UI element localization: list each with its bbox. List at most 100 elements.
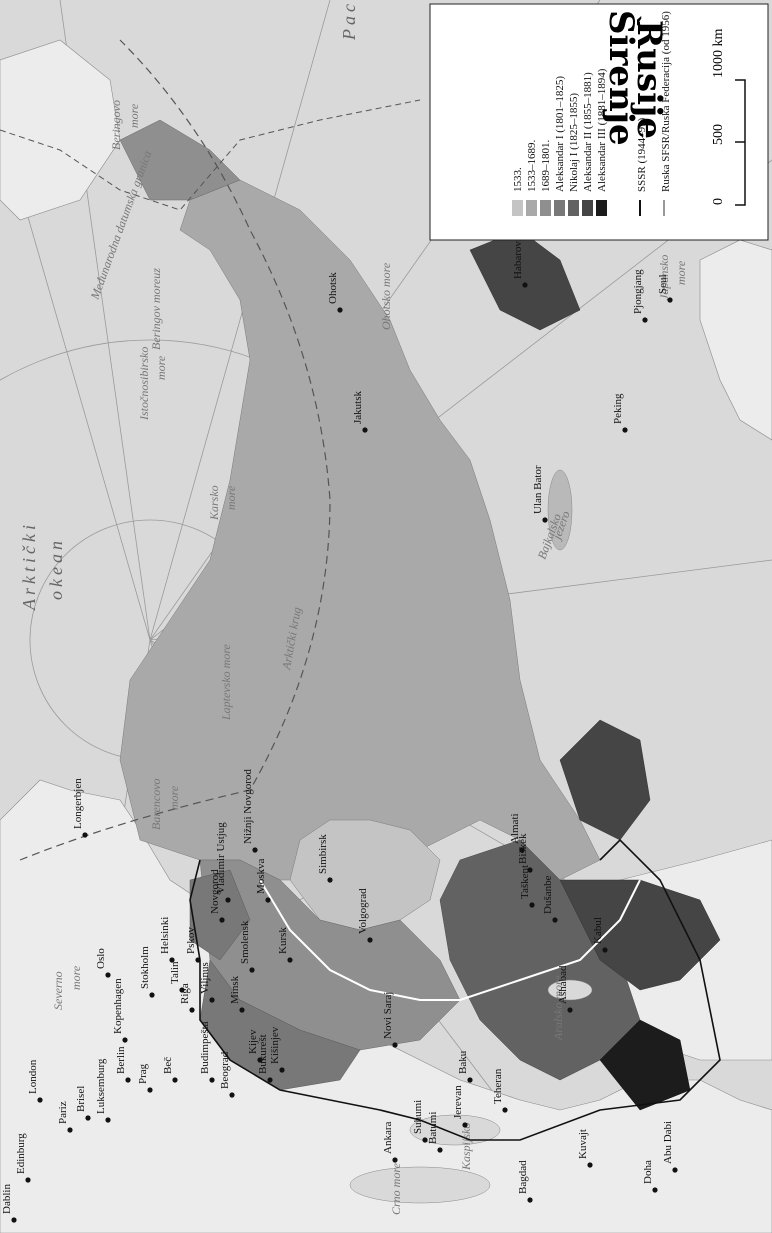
city-dot-pskov (195, 957, 201, 963)
city-label-bec: Beč (162, 1057, 174, 1074)
city-dot-kopenhagen (122, 1037, 128, 1043)
sea-label-barents-1: Barencovo (149, 778, 163, 830)
legend-label-5: Aleksandar II (1855–1881) (582, 72, 594, 192)
city-label-batumi: Batumi (427, 1112, 439, 1144)
city-label-edinburg: Edinburg (15, 1133, 27, 1174)
city-label-dablin: Dablin (1, 1184, 13, 1214)
scale-zero: 0 (711, 198, 726, 205)
city-dot-biskek (527, 867, 533, 873)
sea-label-japan-1: Japansko (657, 255, 671, 300)
sea-label-bering-sea-1: Beringovo (109, 100, 123, 150)
sea-label-barents-2: more (167, 785, 181, 810)
city-dot-ashabad (567, 1007, 573, 1013)
city-dot-dusanbe (552, 917, 558, 923)
city-label-kuvajt: Kuvajt (577, 1129, 589, 1159)
city-label-pariz: Pariz (57, 1101, 69, 1124)
legend-swatch-3 (554, 200, 565, 216)
city-dot-novgorod (219, 917, 225, 923)
city-dot-peking (622, 427, 628, 433)
city-dot-stokholm (149, 992, 155, 998)
region-aleksandar-3 (599, 1019, 691, 1111)
dateline-line (0, 99, 421, 211)
legend-label-0: 1533. (512, 167, 524, 192)
region-1689-1801-east (119, 119, 241, 201)
sea-label-north-sea-2: more (69, 965, 83, 990)
city-label-doha: Doha (642, 1160, 654, 1184)
city-dot-bagdad (527, 1197, 533, 1203)
city-label-nizni-novgorod: Nižnji Novgorod (242, 769, 254, 844)
city-dot-batumi (437, 1147, 443, 1153)
city-label-brisel: Brisel (75, 1086, 87, 1112)
city-dot-riga (189, 1007, 195, 1013)
city-dot-kisinjev (279, 1067, 285, 1073)
city-dot-talin (179, 987, 185, 993)
city-label-suhumi: Suhumi (412, 1100, 424, 1134)
sea-label-pacific: Pacifik (339, 0, 359, 41)
city-label-volgograd: Volgograd (357, 888, 369, 934)
legend-swatch-1 (526, 200, 537, 216)
city-label-bagdad: Bagdad (517, 1160, 529, 1194)
rsfsr-border (259, 879, 641, 1001)
city-dot-kursk (287, 957, 293, 963)
legend-entries: 1533.1533–1689.1689–1801.Aleksandar I (1… (512, 68, 608, 216)
sea-label-arctic-2: okean (46, 537, 66, 600)
legend-lines: SSSR (1944–91) Ruska SFSR/Ruska Federacij… (636, 11, 672, 216)
city-label-helsinki: Helsinki (159, 917, 171, 954)
city-label-minsk: Minsk (229, 975, 241, 1004)
sea-label-arctic-1: Arktički (19, 521, 39, 611)
city-dot-simbirsk (327, 877, 333, 883)
legend-swatch-6 (596, 200, 607, 216)
city-label-oslo: Oslo (95, 948, 107, 969)
legend-label-2: 1689–1801. (540, 140, 552, 193)
legend-line-label-1: Ruska SFSR/Ruska Federacija (od 1956) (660, 11, 672, 192)
sea-label-kara-1: Karsko (207, 485, 221, 521)
sea-label-bering-sea-2: more (127, 103, 141, 128)
city-dot-kuvajt (587, 1162, 593, 1168)
city-label-riga: Riga (179, 983, 191, 1004)
legend-title-line1: Širenje (601, 10, 642, 146)
city-dot-vilnjus (209, 997, 215, 1003)
city-label-teheran: Teheran (492, 1068, 504, 1104)
black-sea (349, 1166, 491, 1204)
city-label-talin: Talin (169, 961, 181, 984)
city-label-moskva: Moskva (255, 858, 267, 894)
city-label-jakutsk: Jakutsk (352, 391, 364, 425)
legend-swatch-4 (568, 200, 579, 216)
city-label-habarovsk: Habarovsk (512, 231, 524, 279)
legend-line-label-0: SSSR (1944–91) (636, 117, 648, 192)
scale-mid: 500 (711, 124, 726, 145)
city-label-berlin: Berlin (115, 1046, 127, 1074)
city-dot-habarovsk (522, 282, 528, 288)
scale-end: 1000 km (711, 29, 726, 79)
city-dot-brisel (85, 1115, 91, 1121)
city-dot-bec (172, 1077, 178, 1083)
city-dot-beograd (229, 1092, 235, 1098)
city-label-smolensk: Smolensk (239, 920, 251, 964)
city-label-almati: Almati (509, 813, 521, 844)
city-label-abu-dabi: Abu Dabi (662, 1121, 674, 1164)
city-dot-pjongjang (642, 317, 648, 323)
city-dot-kabul (602, 947, 608, 953)
city-label-ohotsk: Ohotsk (327, 272, 339, 304)
legend-label-6: Aleksandar III (1881–1894) (596, 68, 608, 192)
city-dot-jakutsk (362, 427, 368, 433)
sea-label-japan-2: more (674, 260, 688, 285)
legend-swatch-0 (512, 200, 523, 216)
city-label-novi-saraj: Novi Saraj (382, 992, 394, 1039)
aral-sea (547, 979, 593, 1001)
city-label-seul: Seul (657, 274, 669, 294)
city-dot-teheran (502, 1107, 508, 1113)
city-label-pjongjang: Pjongjang (632, 269, 644, 314)
legend-swatch-5 (582, 200, 593, 216)
city-dot-seul (667, 297, 673, 303)
city-dot-dablin (11, 1217, 17, 1223)
city-label-prag: Prag (137, 1063, 149, 1084)
city-dot-ohotsk (337, 307, 343, 313)
legend: Širenje Rusije 1533.1533–1689.1689–1801.… (429, 3, 769, 241)
city-dot-baku (467, 1077, 473, 1083)
baikal-lake (547, 469, 573, 551)
city-dot-moskva (265, 897, 271, 903)
city-label-kisinjev: Kišinjev (269, 1026, 281, 1064)
